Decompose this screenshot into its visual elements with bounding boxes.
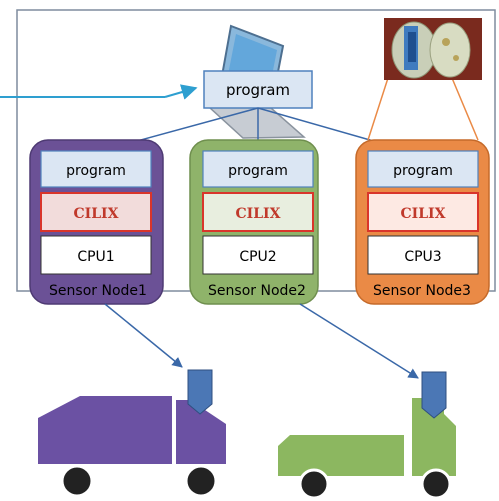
node2-name: Sensor Node2 [208, 283, 306, 299]
node3-program-label: program [393, 163, 453, 179]
node2-cpu-label: CPU2 [239, 249, 276, 265]
node1-cilix-label: CILIX [74, 206, 119, 222]
node2-cilix-label: CILIX [236, 206, 281, 222]
sensor-board-photo [367, 18, 482, 141]
sensor-node-1: program CILIX CPU1 Sensor Node1 [29, 139, 164, 305]
purple-truck-icon [38, 369, 226, 498]
node1-program-box [40, 150, 152, 188]
top-program-box [203, 70, 313, 109]
node1-name: Sensor Node1 [49, 283, 147, 299]
green-truck-icon [278, 371, 456, 500]
node3-name: Sensor Node3 [373, 283, 471, 299]
node3-cpu-label: CPU3 [404, 249, 441, 265]
node3-cilix-box [367, 192, 479, 232]
node2-program-label: program [228, 163, 288, 179]
node-to-truck-arrows [104, 303, 419, 379]
node1-program-label: program [66, 163, 126, 179]
node3-cpu-box [367, 235, 479, 275]
node2-cilix-box [202, 192, 314, 232]
node2-cpu-box [202, 235, 314, 275]
node1-cpu-label: CPU1 [77, 249, 114, 265]
node1-cilix-box [40, 192, 152, 232]
external-program-link [0, 84, 198, 100]
node3-program-box [367, 150, 479, 188]
sensor-node-3: program CILIX CPU3 Sensor Node3 [355, 139, 490, 305]
top-program-label: program [226, 81, 290, 99]
node2-program-box [202, 150, 314, 188]
node3-cilix-label: CILIX [401, 206, 446, 222]
sensor-node-2: program CILIX CPU2 Sensor Node2 [189, 139, 319, 305]
node1-cpu-box [40, 235, 152, 275]
